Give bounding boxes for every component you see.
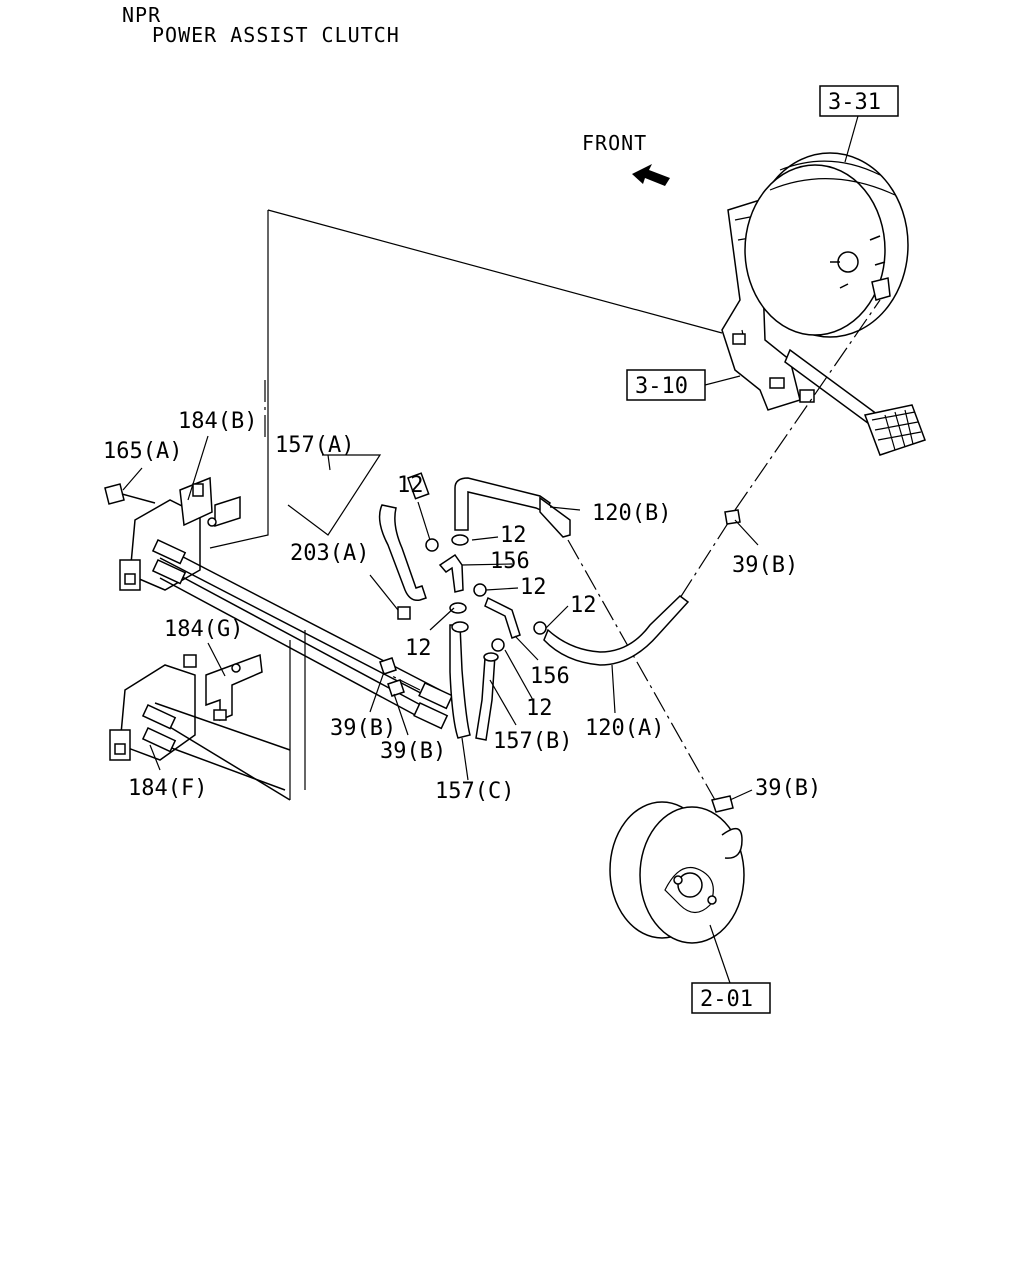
callout-12-a[interactable]: 12: [397, 473, 424, 498]
diagram-title: POWER ASSIST CLUTCH: [152, 23, 400, 47]
callout-157b[interactable]: 157(B): [493, 729, 572, 754]
callout-156-b[interactable]: 156: [530, 664, 570, 689]
centerlines: [264, 299, 881, 801]
flare-nuts-39b: [379, 509, 741, 697]
ref-label-3-10: 3-10: [635, 374, 688, 399]
bolt-203a: [397, 606, 411, 620]
hose-120b: [454, 477, 571, 538]
callout-12-c[interactable]: 12: [520, 575, 547, 600]
ref-label-2-01: 2-01: [700, 987, 753, 1012]
front-arrow-icon: [632, 164, 670, 186]
leader-lines: [122, 435, 759, 801]
ref-box-3-31[interactable]: [819, 85, 899, 117]
ref-box-2-01[interactable]: [691, 982, 771, 1014]
callout-120b[interactable]: 120(B): [592, 501, 671, 526]
clutch-pipes: [141, 539, 454, 801]
connector-156a: [438, 553, 464, 593]
callout-157a[interactable]: 157(A): [275, 433, 354, 458]
callout-12-f[interactable]: 12: [526, 696, 553, 721]
callout-12-b[interactable]: 12: [500, 523, 527, 548]
master-cylinder-body: [744, 152, 909, 338]
callout-39b-2[interactable]: 39(B): [330, 716, 396, 741]
callout-12-e[interactable]: 12: [405, 636, 432, 661]
callout-156-a[interactable]: 156: [490, 549, 530, 574]
hose-120a: [543, 595, 690, 666]
callout-203a[interactable]: 203(A): [290, 541, 369, 566]
hose-157b: [475, 652, 499, 741]
callout-39b-1[interactable]: 39(B): [732, 553, 798, 578]
callout-39b-3[interactable]: 39(B): [380, 739, 446, 764]
callout-157c[interactable]: 157(C): [435, 779, 514, 804]
model-code: NPR: [122, 3, 161, 27]
bracket-184g: [205, 653, 263, 722]
connector-156b: [484, 596, 521, 639]
callout-184f[interactable]: 184(F): [128, 776, 207, 801]
callout-165a[interactable]: 165(A): [103, 439, 182, 464]
ref-box-3-10[interactable]: [626, 369, 706, 401]
callout-12-d[interactable]: 12: [570, 593, 597, 618]
callout-184b[interactable]: 184(B): [178, 409, 257, 434]
bolt-165a: [104, 483, 156, 505]
front-label: FRONT: [582, 131, 647, 155]
callout-184g[interactable]: 184(G): [164, 617, 243, 642]
hose-157a: [378, 472, 430, 602]
clutch-slave-cylinder: [609, 795, 745, 944]
callout-120a[interactable]: 120(A): [585, 716, 664, 741]
ref-label-3-31: 3-31: [828, 90, 881, 115]
hose-clips: [425, 534, 547, 652]
hose-157c: [449, 621, 471, 739]
callout-39b-4[interactable]: 39(B): [755, 776, 821, 801]
